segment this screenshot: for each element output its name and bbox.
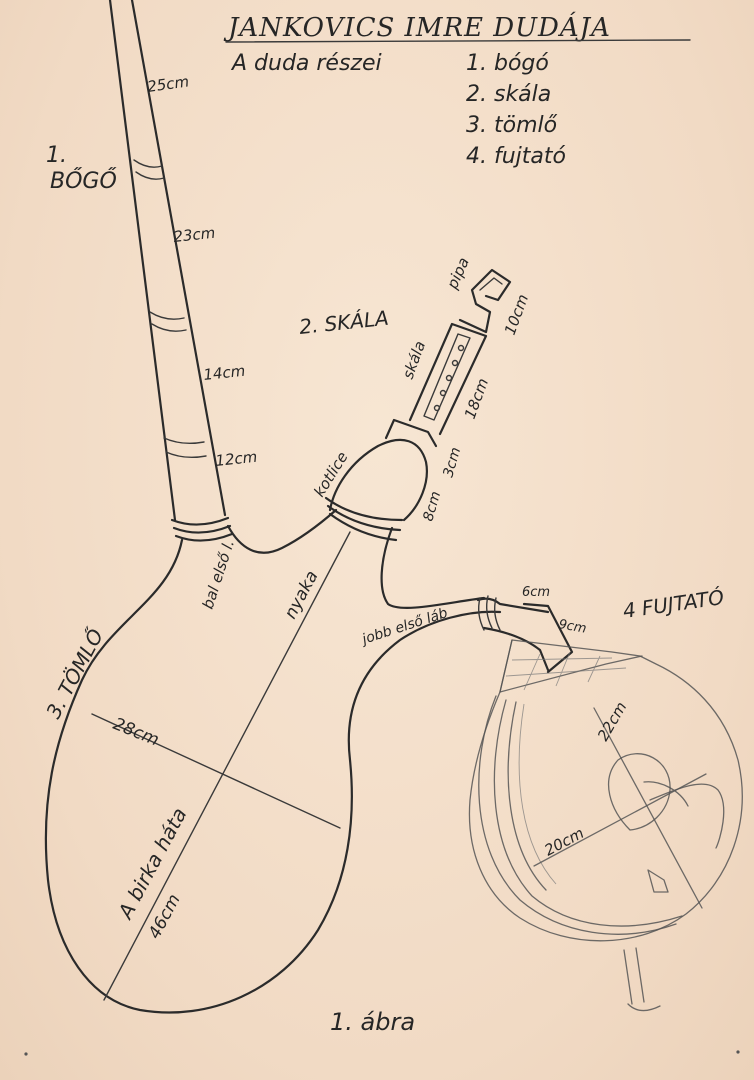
paper-speck <box>736 1050 740 1054</box>
chanter-name: 2. SKÁLA <box>298 306 390 339</box>
bag-outline <box>44 508 502 1014</box>
drone-pipe <box>108 0 234 542</box>
bellows-dim-20: 20cm <box>541 824 586 860</box>
legend-item-1: 1. bógó <box>466 51 549 76</box>
chanter-label: skála <box>399 339 429 382</box>
blowpipe-connection <box>476 595 574 674</box>
left-front-leg-label: bal első l. <box>199 537 238 611</box>
title-underline <box>225 39 691 43</box>
legend-item-3: 3. tömlő <box>466 113 558 138</box>
bellows-dim-20-line <box>533 773 707 867</box>
bellows-dim-22-line <box>593 707 703 909</box>
drone-number: 1. <box>46 143 67 168</box>
pipe-dim-10: 10cm <box>501 292 532 338</box>
pipe-label: pipa <box>443 255 473 293</box>
legend-item-2: 2. skála <box>466 82 551 107</box>
drone-dim-12: 12cm <box>215 448 259 470</box>
chanter <box>324 268 512 542</box>
legend-heading: A duda részei <box>230 51 382 76</box>
bag-length-label: 46cm <box>145 891 185 942</box>
chanter-dim-3: 3cm <box>440 446 464 479</box>
bellows-name: 4 FUJTATÓ <box>621 585 725 623</box>
bag-width-line <box>91 713 341 829</box>
bellows-dim-22: 22cm <box>594 699 631 744</box>
bellows <box>468 639 743 1012</box>
right-front-leg-label: jobb első láb <box>358 605 449 648</box>
bag-length-line <box>103 531 351 1001</box>
bag-name: 3. TÖMLŐ <box>41 625 108 723</box>
drone-dim-14: 14cm <box>203 362 247 384</box>
bag-width-label: 28cm <box>110 714 162 750</box>
legend-item-4: 4. fujtató <box>466 144 566 169</box>
leg-dim-9: 9cm <box>557 617 587 637</box>
drone-dim-23: 23cm <box>173 224 217 246</box>
paper-speck <box>24 1052 28 1056</box>
chanter-dim-8: 8cm <box>420 490 444 523</box>
chanter-dim-18: 18cm <box>461 376 492 422</box>
title: JANKOVICS IMRE DUDÁJA <box>223 11 611 43</box>
figure-caption: 1. ábra <box>330 1008 415 1036</box>
drone-dim-25: 25cm <box>146 72 190 96</box>
drone-name: BŐGŐ <box>50 168 117 194</box>
leg-dim-6: 6cm <box>522 585 550 600</box>
